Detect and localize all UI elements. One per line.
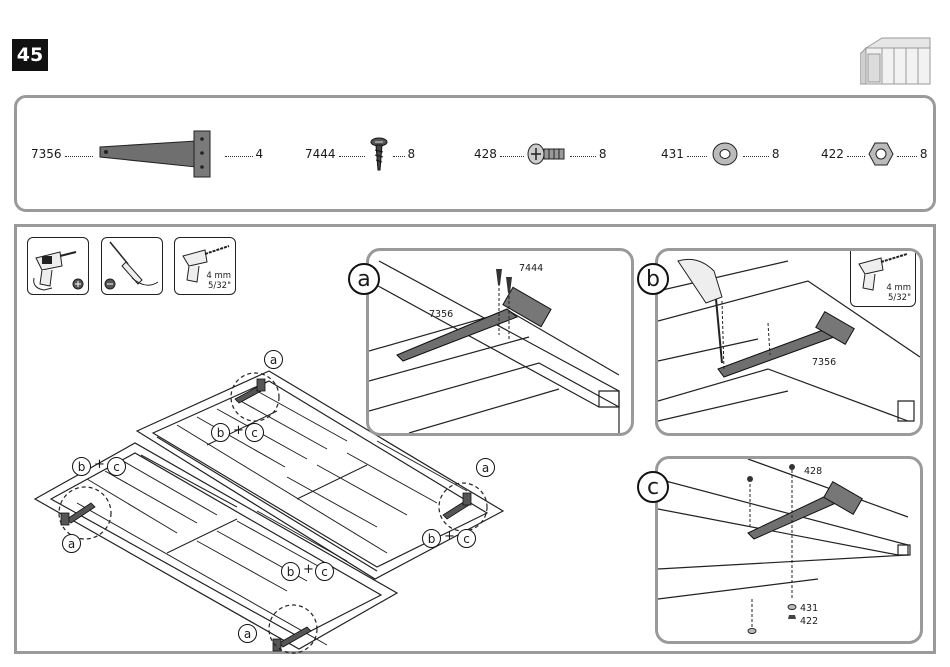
part-code: 431 <box>661 147 684 161</box>
overview-label-b1: b <box>211 423 230 442</box>
part-item: 428 8 <box>474 98 607 209</box>
washer-icon <box>710 139 740 169</box>
overview-label-c4: c <box>315 562 334 581</box>
tool-screwdriver <box>101 237 163 295</box>
detail-c-badge: c <box>637 471 669 503</box>
overview-label-a2: a <box>476 458 495 477</box>
bolt-icon <box>527 141 567 167</box>
detail-a-panel: 7444 7356 <box>366 248 634 436</box>
overview-plus-2: + <box>444 529 455 544</box>
part-item: 7444 8 <box>305 98 415 209</box>
t-hinge-icon <box>96 129 222 179</box>
parts-list: 7356 4 7444 8 428 <box>14 95 936 212</box>
overview-plus-3: + <box>94 457 105 472</box>
detail-c-bolt-code: 428 <box>804 466 822 477</box>
part-qty: 8 <box>772 147 780 161</box>
step-number: 45 <box>12 39 48 71</box>
detail-a-hinge-code: 7356 <box>429 309 453 320</box>
part-qty: 4 <box>256 147 264 161</box>
drill-bit-mm: 4 mm <box>206 271 231 281</box>
detail-b-bit-mm: 4 mm <box>886 283 911 293</box>
part-item: 431 8 <box>661 98 780 209</box>
nut-icon <box>868 141 894 167</box>
screwdriver-icon <box>102 238 162 294</box>
overview-label-a3: a <box>62 534 81 553</box>
detail-c-washer-code: 431 <box>800 603 818 614</box>
detail-a-screw-code: 7444 <box>519 263 543 274</box>
overview-label-c2: c <box>457 529 476 548</box>
drill-bit-size: 4 mm 5/32" <box>206 271 231 291</box>
part-qty: 8 <box>408 147 416 161</box>
detail-c-panel: 428 431 422 <box>655 456 923 644</box>
overview-label-c3: c <box>107 457 126 476</box>
part-qty: 8 <box>599 147 607 161</box>
detail-b-panel: 7356 4 mm 5/32" <box>655 248 923 436</box>
detail-c-drawing <box>658 459 920 641</box>
wood-screw-icon <box>368 136 390 172</box>
part-item: 7356 4 <box>31 98 263 209</box>
part-code: 7444 <box>305 147 336 161</box>
part-code: 7356 <box>31 147 62 161</box>
part-code: 422 <box>821 147 844 161</box>
drill-icon <box>28 238 88 294</box>
tool-drill <box>27 237 89 295</box>
detail-b-drill-bit-inset: 4 mm 5/32" <box>850 248 916 307</box>
assembly-illustration: 4 mm 5/32" <box>14 224 936 654</box>
overview-label-c1: c <box>245 423 264 442</box>
overview-label-a1: a <box>264 350 283 369</box>
detail-b-badge: b <box>637 263 669 295</box>
part-item: 422 8 <box>821 98 928 209</box>
shed-thumbnail-icon <box>860 34 936 86</box>
overview-label-a4: a <box>238 624 257 643</box>
detail-a-badge: a <box>348 263 380 295</box>
drill-bit-inch: 5/32" <box>206 281 231 291</box>
overview-label-b3: b <box>72 457 91 476</box>
detail-b-bit-size: 4 mm 5/32" <box>886 283 911 303</box>
detail-a-drawing <box>369 251 631 433</box>
detail-b-bit-inch: 5/32" <box>886 293 911 303</box>
overview-plus-1: + <box>233 423 244 438</box>
overview-plus-4: + <box>303 562 314 577</box>
part-qty: 8 <box>920 147 928 161</box>
detail-c-nut-code: 422 <box>800 616 818 627</box>
part-code: 428 <box>474 147 497 161</box>
overview-label-b2: b <box>422 529 441 548</box>
tool-drill-bit: 4 mm 5/32" <box>174 237 236 295</box>
detail-b-hinge-code: 7356 <box>812 357 836 368</box>
overview-label-b4: b <box>281 562 300 581</box>
